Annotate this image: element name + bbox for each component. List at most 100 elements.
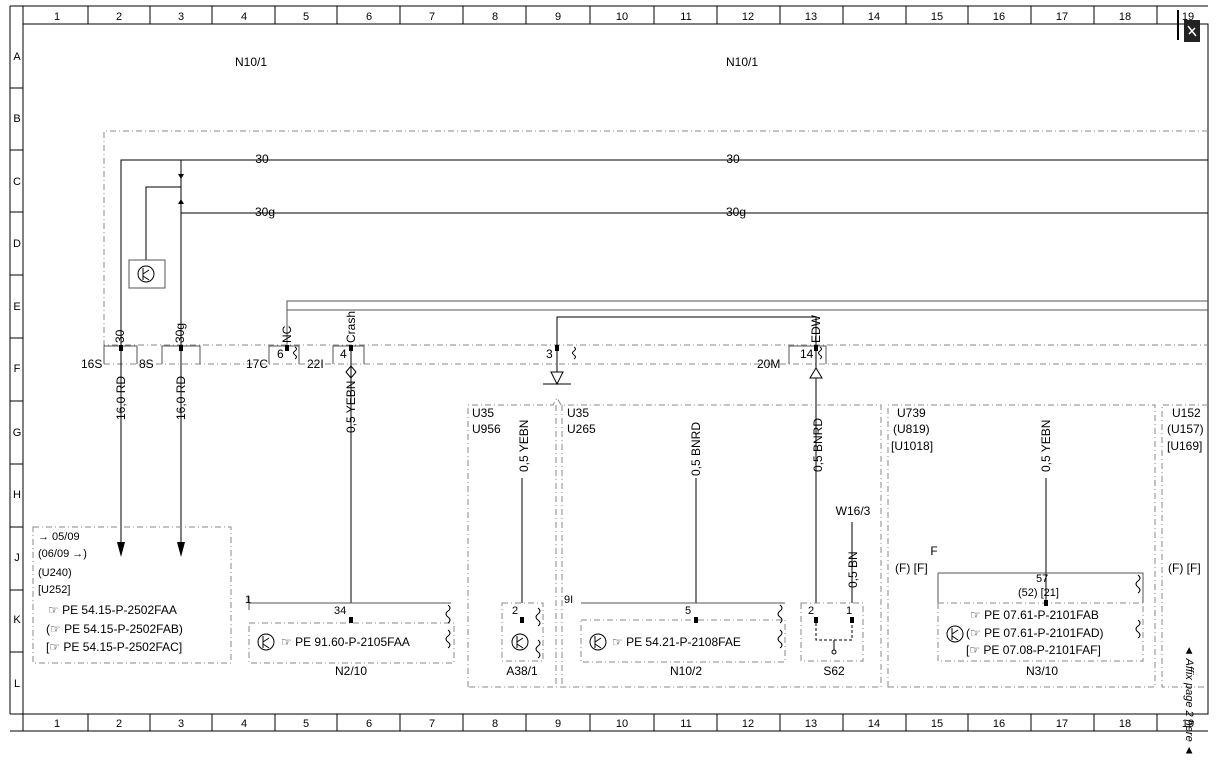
- connector-label-crash: Crash: [344, 311, 358, 343]
- pin-label-14: 14: [800, 347, 814, 361]
- col-label: 13: [805, 718, 817, 730]
- row-label: C: [13, 176, 21, 188]
- reference-link[interactable]: ☞ PE 54.15-P-2502FAA: [48, 603, 177, 617]
- wire-label-yebn: 0,5 YEBN: [517, 420, 531, 472]
- pin-label: 34: [334, 605, 346, 617]
- pin-label: 2: [808, 605, 814, 617]
- component-label-a38-1: A38/1: [506, 664, 538, 678]
- row-label: A: [13, 51, 21, 63]
- col-label: 17: [1056, 718, 1068, 730]
- pin-label-8s: 8S: [139, 357, 154, 371]
- row-label: F: [14, 363, 21, 375]
- vertical-wires: [117, 351, 823, 603]
- variant-u956: U956: [472, 422, 501, 436]
- pin-label: 1: [245, 594, 251, 606]
- col-label: 6: [366, 11, 372, 23]
- wire-label-16-rd: 16,0 RD: [174, 376, 188, 420]
- drawing-frame: [9, 5, 1209, 732]
- col-label: 9: [555, 718, 561, 730]
- col-label: 1: [54, 718, 60, 730]
- wire-label-bn: 0,5 BN: [846, 551, 860, 588]
- bus-label-30: 30: [255, 152, 269, 166]
- module-boundary-n10-1: [103, 130, 1208, 365]
- info-line: (U240): [38, 567, 72, 579]
- variant-boundaries: [467, 396, 1208, 688]
- row-label: D: [13, 238, 21, 250]
- module-label-left: N10/1: [235, 55, 267, 69]
- reference-link[interactable]: ☞ PE 91.60-P-2105FAA: [281, 635, 410, 649]
- variant-u169: [U169]: [1167, 439, 1202, 453]
- reference-link[interactable]: [☞ PE 07.08-P-2101FAF]: [966, 643, 1101, 657]
- left-info-box: [32, 526, 232, 664]
- reference-link[interactable]: ☞ PE 07.61-P-2101FAB: [970, 608, 1099, 622]
- row-label: K: [13, 614, 21, 626]
- variant-f-brackets: (F) [F]: [895, 561, 928, 575]
- pin-label-17c: 17C: [246, 357, 268, 371]
- component-label-w16-3: W16/3: [836, 504, 871, 518]
- column-labels-top: 1 2 3 4 5 6 7 8 9 10 11 12 13 14 15 16 1…: [54, 11, 1194, 23]
- wire-label-bnrd: 0,5 BNRD: [689, 422, 703, 476]
- pin-label-alt: (52) [21]: [1018, 587, 1059, 599]
- connector-label-30: 30: [113, 329, 127, 343]
- connector-label-nc: NC: [280, 325, 294, 343]
- wire-label-bnrd: 0,5 BNRD: [811, 418, 825, 472]
- component-s62: [800, 522, 864, 662]
- pin-label: 1: [846, 605, 852, 617]
- row-label: G: [13, 427, 22, 439]
- info-line: (06/09 →): [38, 548, 87, 560]
- wire-label-yebn: 0,5 YEBN: [1039, 420, 1053, 472]
- transistor-box: [128, 259, 166, 289]
- component-label-s62: S62: [823, 664, 845, 678]
- col-label: 16: [993, 11, 1005, 23]
- col-label: 2: [116, 11, 122, 23]
- reference-link[interactable]: ☞ PE 54.21-P-2108FAE: [612, 635, 741, 649]
- col-label: 3: [178, 11, 184, 23]
- variant-u819: (U819): [893, 422, 930, 436]
- col-label: 18: [1119, 718, 1131, 730]
- col-label: 15: [931, 718, 943, 730]
- row-label: J: [14, 552, 20, 564]
- component-label-n10-2: N10/2: [670, 664, 702, 678]
- row-label: L: [14, 678, 20, 690]
- col-label: 17: [1056, 11, 1068, 23]
- row-label: E: [13, 301, 20, 313]
- affix-page-note: ◄ Affix page 2 here ◄: [1183, 645, 1195, 756]
- bus-label-30: 30: [726, 152, 740, 166]
- variant-f: F: [930, 544, 937, 558]
- variant-u35: U35: [567, 406, 589, 420]
- reference-link[interactable]: [☞ PE 54.15-P-2502FAC]: [46, 640, 182, 654]
- variant-f-brackets: (F) [F]: [1168, 561, 1201, 575]
- pin-label: 57: [1036, 573, 1048, 585]
- col-label: 7: [429, 11, 435, 23]
- component-label-n2-10: N2/10: [335, 664, 367, 678]
- module-label-right: N10/1: [726, 55, 758, 69]
- col-label: 9: [555, 11, 561, 23]
- col-label: 5: [303, 11, 309, 23]
- col-label: 19: [1182, 718, 1194, 730]
- variant-u265: U265: [567, 422, 596, 436]
- reference-link[interactable]: (☞ PE 07.61-P-2101FAD): [966, 626, 1103, 640]
- row-ticks: [10, 87, 23, 653]
- component-n10-2: [580, 478, 786, 663]
- col-label: 3: [178, 718, 184, 730]
- component-label-n3-10: N3/10: [1026, 664, 1058, 678]
- bus-label-30g: 30g: [726, 205, 746, 219]
- wire-label-yebn: 0,5 YEBN: [344, 381, 358, 433]
- col-label: 7: [429, 718, 435, 730]
- pin-label-20m: 20M: [757, 357, 780, 371]
- col-label: 14: [868, 718, 880, 730]
- page-corner-icon: [1177, 10, 1200, 42]
- reference-link[interactable]: (☞ PE 54.15-P-2502FAB): [46, 622, 183, 636]
- row-label: H: [13, 489, 21, 501]
- pin-label-3: 3: [546, 347, 553, 361]
- bus-label-30g: 30g: [255, 205, 275, 219]
- variant-u35: U35: [472, 406, 494, 420]
- col-label: 10: [616, 11, 628, 23]
- col-label: 13: [805, 11, 817, 23]
- component-n3-10: [937, 478, 1144, 662]
- bus-lines: [120, 159, 1208, 347]
- pin-label: 2: [512, 605, 518, 617]
- pin-label-22i: 22I: [307, 357, 324, 371]
- col-label: 11: [680, 11, 691, 23]
